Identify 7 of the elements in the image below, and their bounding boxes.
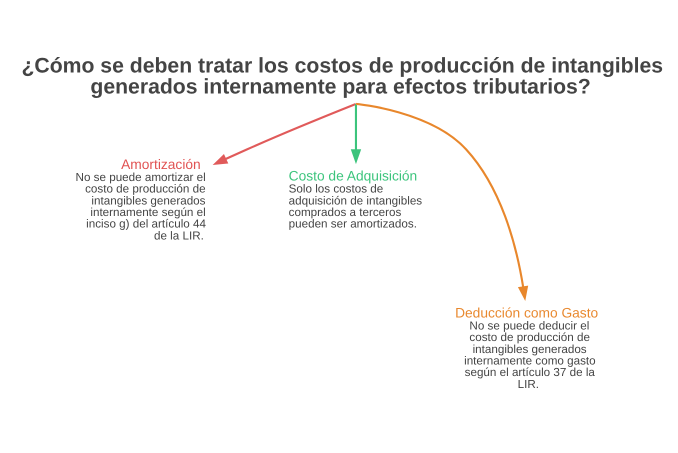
node-text: Amortización No se puede amortizar el costo de producción de intangibles generados internamente según el inciso g) del artículo 44 de la LIR. bbox=[76, 156, 206, 242]
node-text: Costo de Adquisición Solo los costos de adquisición de intangibles comprados a terceros pueden ser amortizados. bbox=[288, 168, 422, 231]
diagram-title: ¿Cómo se deben tratar los costos de producción de intangibles generados internamente para efectos tributarios? bbox=[21, 54, 664, 99]
arrow bbox=[356, 102, 528, 302]
arrow bbox=[212, 102, 356, 165]
node-text: Deducción como Gasto No se puede deducir el costo de producción de intangibles generados internamente como gasto según el artículo 37 de la LIR. bbox=[455, 305, 598, 391]
arrow bbox=[350, 104, 362, 164]
